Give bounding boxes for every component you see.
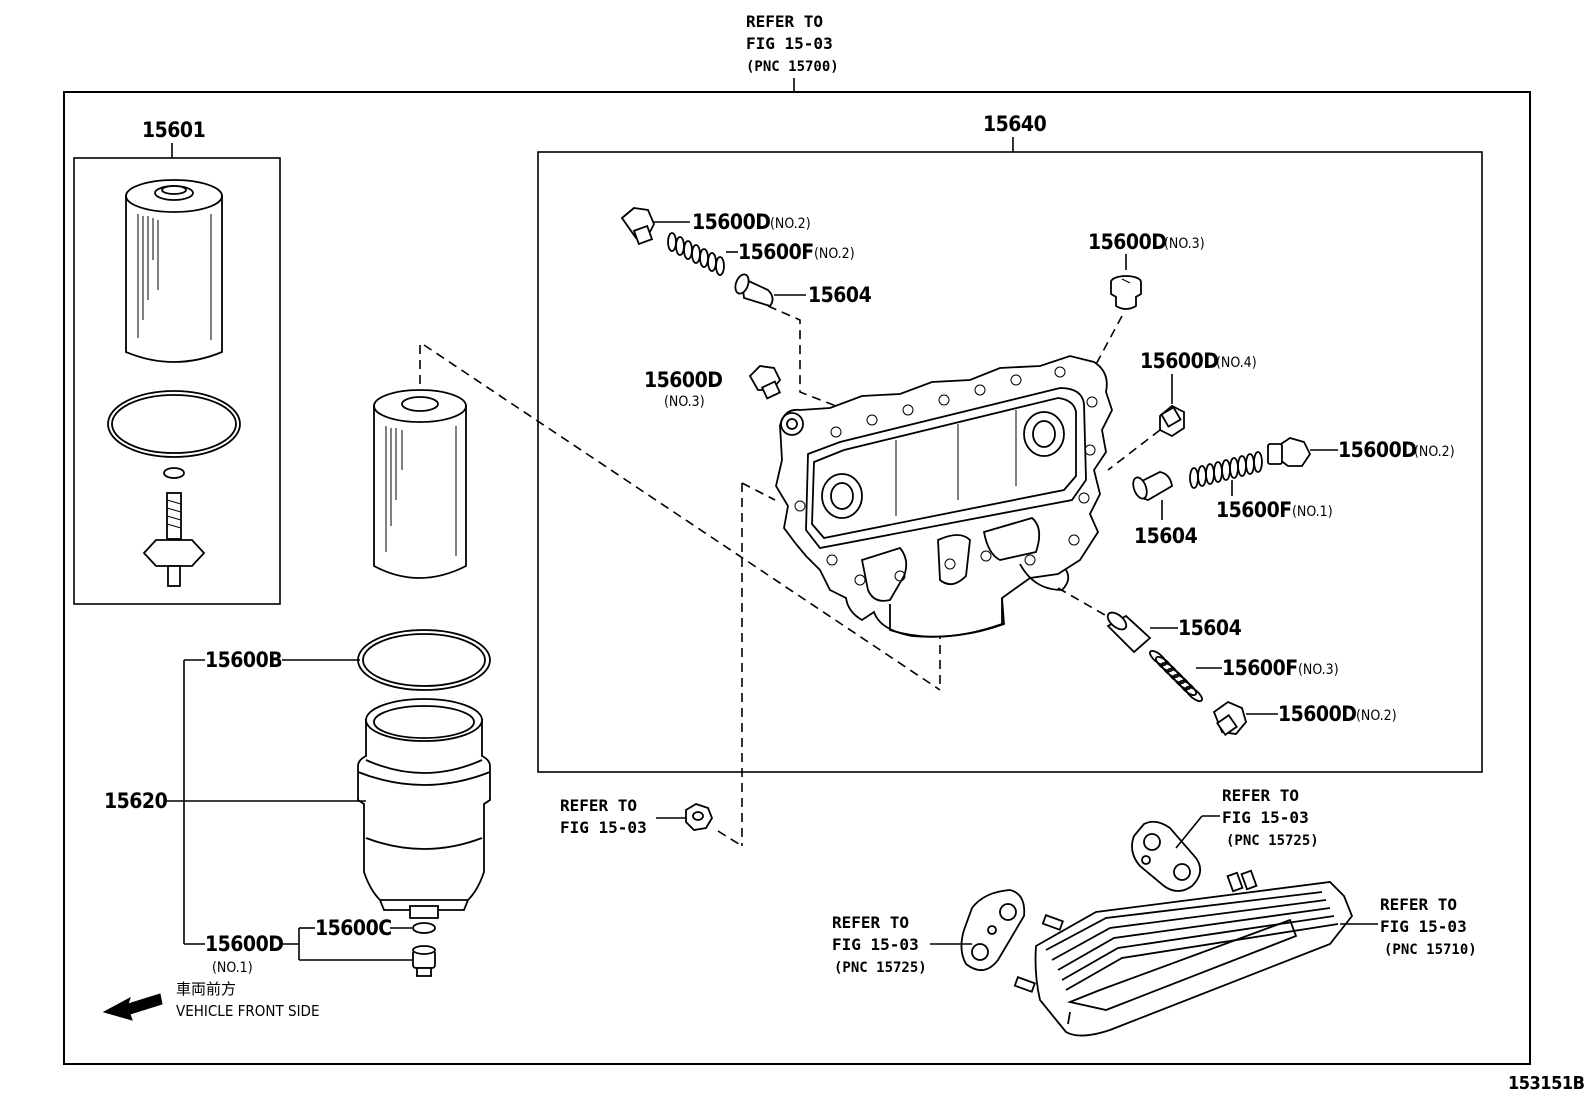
- pnc-text: (PNC 15710): [1384, 942, 1477, 958]
- refer-text: REFER TO: [1380, 895, 1457, 914]
- callout-15600C[interactable]: 15600C: [299, 916, 412, 940]
- pnc-text: (PNC 15725): [834, 960, 927, 976]
- pnc-text: (PNC 15725): [1226, 833, 1319, 849]
- part-number: 15601: [142, 118, 205, 142]
- direction-en: VEHICLE FRONT SIDE: [176, 1002, 319, 1020]
- top-refer-callout[interactable]: REFER TO FIG 15-03 (PNC 15700): [746, 12, 839, 92]
- part-number: 15600D: [644, 368, 722, 392]
- fig-text: FIG 15-03: [746, 34, 833, 53]
- fig-text: FIG 15-03: [1380, 917, 1467, 936]
- callout-15600F-no1[interactable]: 15600F (NO.1): [1216, 480, 1333, 522]
- callout-15600D-no2-a[interactable]: 15600D (NO.2): [654, 210, 811, 234]
- part-variant: (NO.2): [1356, 708, 1397, 724]
- plug-no3-right: [1110, 275, 1142, 310]
- callout-15601[interactable]: 15601: [142, 118, 206, 158]
- nut-drawing: [685, 803, 714, 831]
- fig-text: FIG 15-03: [832, 935, 919, 954]
- callout-15600F-no2[interactable]: 15600F (NO.2): [726, 240, 855, 264]
- part-number: 15600B: [205, 648, 282, 672]
- callout-15600D-no2-c[interactable]: 15600D (NO.2): [1246, 702, 1397, 726]
- part-variant: (NO.4): [1216, 355, 1257, 371]
- diagram-id: 153151B: [1508, 1073, 1585, 1094]
- part-number: 15600D: [692, 210, 770, 234]
- plug-no3-left: [748, 365, 782, 400]
- refer-text: REFER TO: [560, 796, 637, 815]
- filter-element-box: [73, 157, 281, 605]
- fig-text: FIG 15-03: [1222, 808, 1309, 827]
- oil-cooler-drawing: [960, 820, 1354, 1037]
- vehicle-front-note: 車両前方 VEHICLE FRONT SIDE: [102, 980, 319, 1021]
- part-number: 15604: [808, 283, 872, 307]
- callout-15620[interactable]: 15620: [104, 789, 366, 813]
- part-number: 15600D: [1088, 230, 1166, 254]
- part-number: 15600F: [1222, 656, 1298, 680]
- callout-15600F-no3[interactable]: 15600F (NO.3): [1196, 656, 1339, 680]
- refer-r1-callout[interactable]: REFER TO FIG 15-03 (PNC 15725): [1175, 786, 1319, 849]
- part-number: 15600F: [738, 240, 814, 264]
- callout-15600D-no3-right[interactable]: 15600D (NO.3): [1088, 230, 1205, 270]
- callout-15640[interactable]: 15640: [983, 112, 1047, 152]
- small-drain-parts: [412, 922, 436, 977]
- part-number: 15620: [104, 789, 168, 813]
- refer-r3-callout[interactable]: REFER TO FIG 15-03 (PNC 15710): [1340, 895, 1477, 958]
- part-number: 15600D: [205, 932, 283, 956]
- part-variant: (NO.1): [1292, 504, 1333, 520]
- part-number: 15604: [1178, 616, 1242, 640]
- callout-15600D-no2-b[interactable]: 15600D (NO.2): [1310, 438, 1455, 462]
- front-arrow-icon: [102, 993, 163, 1021]
- refer-mid-callout[interactable]: REFER TO FIG 15-03: [560, 796, 686, 837]
- refer-text: REFER TO: [746, 12, 823, 31]
- outer-frame: [63, 91, 1531, 1065]
- part-number: 15604: [1134, 524, 1198, 548]
- plug-group-upper-left: [620, 207, 774, 308]
- part-number: 15640: [983, 112, 1047, 136]
- part-number: 15600D: [1338, 438, 1416, 462]
- callout-15604-a[interactable]: 15604: [774, 283, 872, 307]
- part-number: 15600C: [315, 916, 392, 940]
- oil-cooler-assembly-box: [537, 151, 1483, 773]
- part-variant: (NO.1): [212, 960, 253, 976]
- filter-cap-drawing: [357, 629, 491, 919]
- refer-text: REFER TO: [832, 913, 909, 932]
- part-variant: (NO.2): [1414, 444, 1455, 460]
- part-variant: (NO.3): [1298, 662, 1339, 678]
- part-number: 15600F: [1216, 498, 1292, 522]
- direction-jp: 車両前方: [176, 980, 236, 998]
- cooler-cover-drawing: [775, 355, 1113, 638]
- callout-15604-b[interactable]: 15604: [1134, 500, 1198, 548]
- filter-element-kit-drawing: [107, 179, 241, 587]
- pnc-text: (PNC 15700): [746, 59, 839, 75]
- callout-15600D-no3-left[interactable]: 15600D (NO.3): [644, 368, 723, 410]
- part-number: 15600D: [1278, 702, 1356, 726]
- plug-group-right: [1132, 437, 1312, 501]
- part-variant: (NO.2): [770, 216, 811, 232]
- part-variant: (NO.2): [814, 246, 855, 262]
- part-variant: (NO.3): [664, 394, 705, 410]
- refer-text: REFER TO: [1222, 786, 1299, 805]
- filter-element-drawing: [373, 345, 467, 579]
- part-number: 15600D: [1140, 349, 1218, 373]
- callout-15600D-no1[interactable]: 15600D (NO.1): [205, 928, 412, 976]
- plug-group-lower-right: [1106, 611, 1247, 737]
- callout-15600D-no4[interactable]: 15600D (NO.4): [1140, 349, 1257, 404]
- callout-15600B[interactable]: 15600B: [184, 648, 360, 672]
- callout-15604-c[interactable]: 15604: [1150, 616, 1242, 640]
- fig-text: FIG 15-03: [560, 818, 647, 837]
- refer-r2-callout[interactable]: REFER TO FIG 15-03 (PNC 15725): [832, 913, 972, 976]
- part-variant: (NO.3): [1164, 236, 1205, 252]
- plug-no4: [1159, 404, 1185, 438]
